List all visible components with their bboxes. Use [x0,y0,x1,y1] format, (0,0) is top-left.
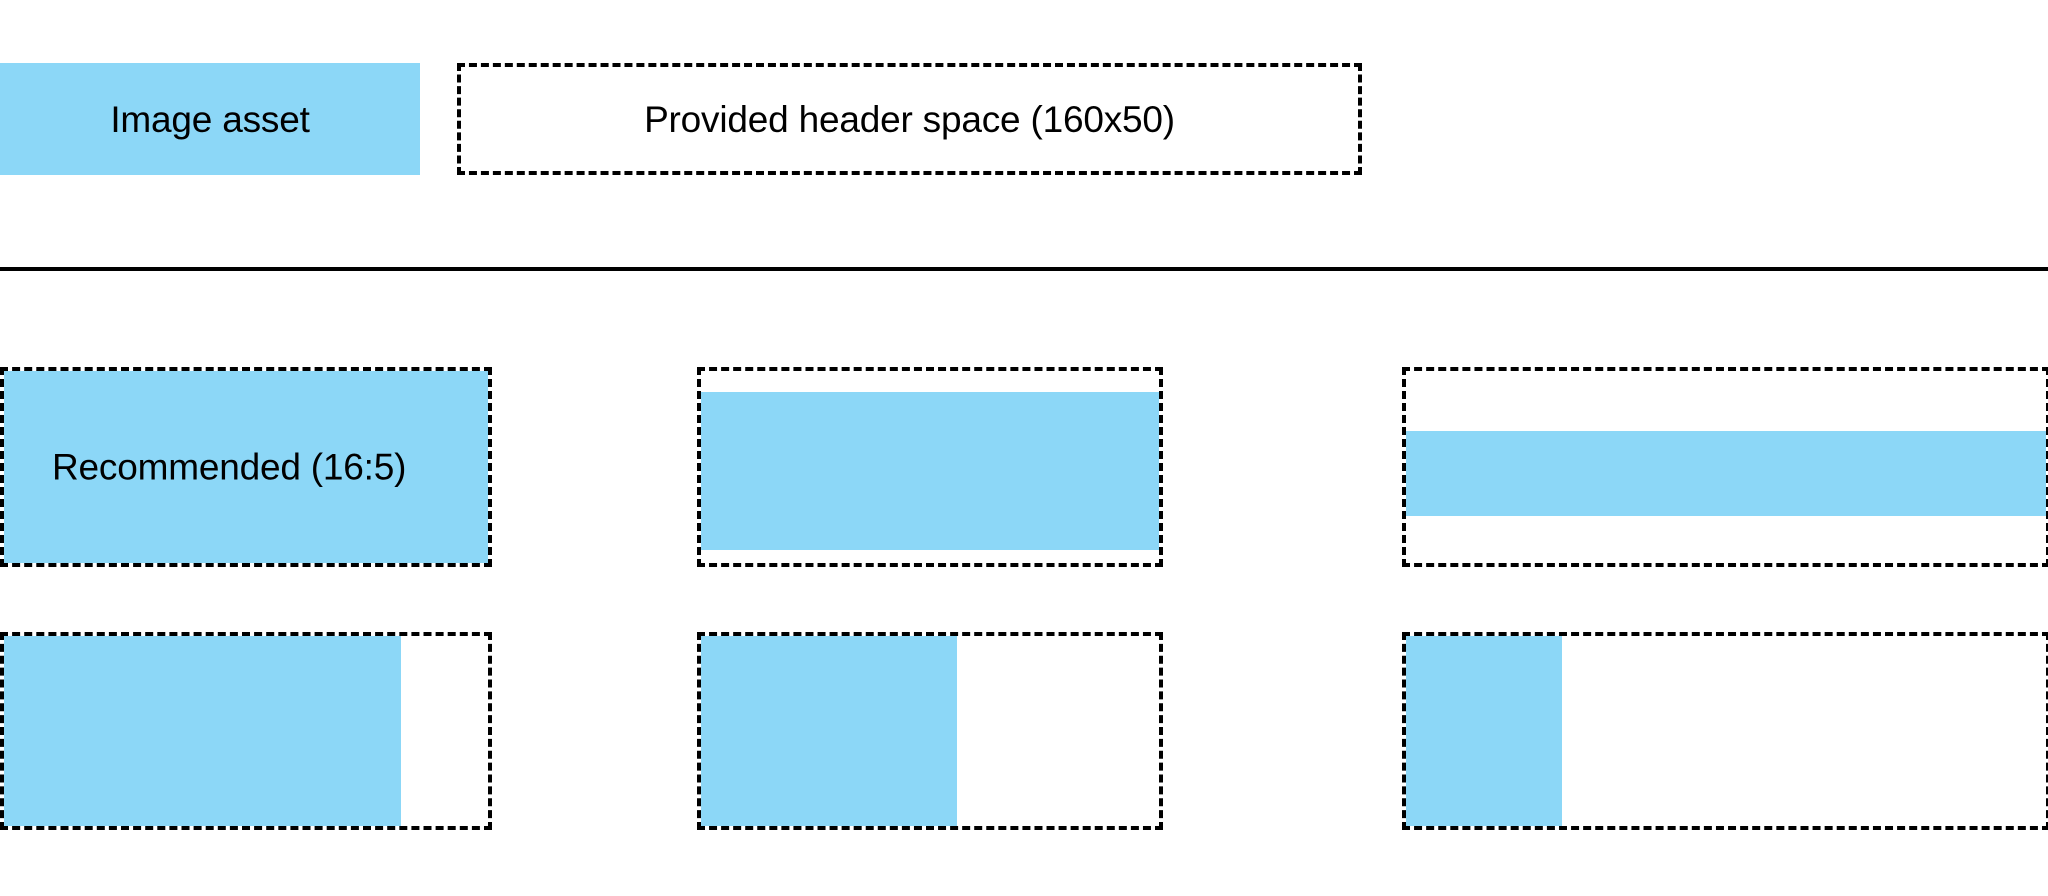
slot-recommended-16-5: Recommended (16:5) [0,367,492,567]
legend-row: Image asset Provided header space (160x5… [0,63,2048,175]
provided-header-space-box: Provided header space (160x50) [457,63,1362,175]
section-divider [0,267,2048,271]
asset-fill [1406,431,2046,516]
asset-fill [4,636,401,826]
slot-partial-narrow [1402,632,2048,830]
asset-fill [1406,636,1562,826]
image-asset-swatch-label: Image asset [110,98,310,140]
asset-fill [701,636,957,826]
slot-wide-inset [697,367,1163,567]
recommended-ratio-label: Recommended (16:5) [52,446,407,488]
image-asset-swatch: Image asset [0,63,420,175]
asset-fill [4,371,488,563]
asset-fill [701,392,1159,550]
slot-partial-medium [697,632,1163,830]
slot-short-band [1402,367,2048,567]
slot-partial-wide [0,632,492,830]
provided-header-space-label: Provided header space (160x50) [644,98,1175,140]
